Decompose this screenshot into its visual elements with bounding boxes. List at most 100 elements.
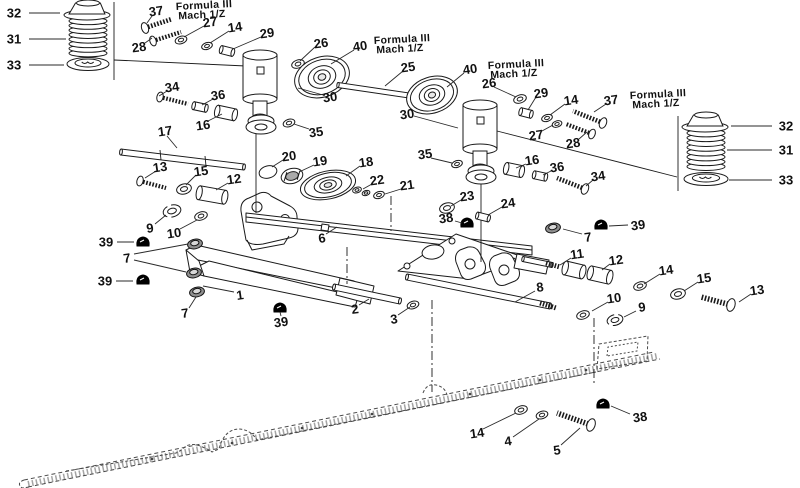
callout-32: 32	[7, 6, 21, 21]
washer	[373, 190, 385, 200]
callout-27: 27	[528, 127, 544, 144]
plastic-cap	[460, 217, 474, 228]
leader-line	[358, 298, 370, 306]
leader-line	[527, 96, 537, 111]
washer	[551, 120, 563, 128]
callout-29: 29	[259, 25, 275, 42]
leader-line	[133, 243, 189, 255]
leader-line	[413, 115, 459, 129]
callout-39: 39	[273, 314, 289, 331]
callout-30: 30	[399, 106, 415, 123]
parts-layer	[63, 0, 736, 432]
leader-line	[562, 228, 583, 235]
callout-13: 13	[749, 282, 765, 299]
callout-27: 27	[202, 14, 218, 31]
callout-36: 36	[210, 87, 226, 104]
leader-line	[330, 49, 355, 65]
leader-line	[430, 157, 453, 164]
callout-8: 8	[535, 279, 544, 295]
callout-13: 13	[152, 159, 168, 176]
leader-line	[450, 199, 462, 207]
washer	[352, 186, 362, 194]
screw	[700, 294, 736, 312]
callout-39: 39	[630, 217, 646, 234]
spacer	[218, 45, 236, 57]
leader-line	[559, 257, 572, 266]
callout-9: 9	[637, 299, 646, 315]
callout-2: 2	[350, 301, 359, 317]
center-line	[159, 149, 162, 161]
spacer	[531, 170, 549, 182]
nut	[670, 288, 686, 300]
callout-14: 14	[227, 18, 244, 35]
leader-line	[591, 301, 609, 312]
leader-line	[578, 131, 588, 140]
plastic-cap	[136, 274, 150, 285]
leader-line	[541, 124, 554, 132]
washer	[535, 410, 549, 420]
callout-39: 39	[99, 235, 113, 250]
bracket-flange	[246, 235, 290, 251]
callout-29: 29	[533, 85, 549, 102]
leader-line	[610, 405, 631, 415]
idler-wheel	[406, 75, 458, 115]
leader-line	[188, 296, 197, 309]
callout-18: 18	[358, 154, 374, 171]
leader-line	[493, 86, 517, 98]
callout-6: 6	[317, 230, 326, 246]
leader-line	[166, 135, 178, 149]
plastic-cap	[594, 219, 608, 230]
pin	[475, 211, 491, 223]
center-line	[496, 130, 678, 178]
leader-line	[133, 259, 187, 273]
leader-line	[144, 170, 157, 179]
callout-3: 3	[389, 311, 398, 327]
bearing	[280, 167, 304, 185]
leader-line	[299, 46, 316, 62]
leader-line	[397, 306, 411, 316]
callout-38: 38	[438, 210, 454, 227]
leader-line	[183, 25, 205, 38]
plastic-cap	[273, 302, 287, 313]
leader-line	[560, 427, 581, 446]
rail-mount-bracket	[422, 384, 448, 396]
leader-line	[158, 90, 168, 97]
model-label-line1: Formula III	[630, 87, 687, 102]
bushing	[213, 104, 239, 122]
callout-32: 32	[779, 119, 793, 134]
leader-line	[384, 70, 404, 87]
model-label-line1: Formula III	[374, 32, 431, 47]
spring-cap	[63, 0, 111, 21]
screw	[556, 175, 590, 195]
thread	[545, 260, 561, 270]
callout-35: 35	[417, 146, 433, 163]
callout-40: 40	[352, 38, 368, 55]
plastic-cap	[136, 236, 150, 247]
washer	[194, 211, 208, 221]
model-label-line2: Mach 1/Z	[178, 8, 226, 22]
support-plate-hole	[421, 244, 445, 260]
screw	[565, 122, 596, 140]
rail-upper-flange	[65, 371, 597, 472]
leader-line	[325, 226, 338, 235]
rail-top-edge	[23, 351, 655, 481]
leader-line	[549, 103, 566, 116]
callout-12: 12	[226, 171, 242, 188]
callout-10: 10	[606, 290, 622, 307]
callout-31: 31	[779, 143, 793, 158]
callout-7: 7	[122, 250, 131, 266]
washer	[451, 159, 463, 169]
circlip	[162, 204, 182, 218]
callout-23: 23	[459, 188, 475, 205]
spring-seat	[683, 172, 729, 186]
center-line	[113, 59, 247, 67]
callout-15: 15	[696, 270, 712, 287]
leader-line	[271, 159, 284, 168]
washer	[201, 41, 213, 51]
washer	[514, 405, 528, 415]
